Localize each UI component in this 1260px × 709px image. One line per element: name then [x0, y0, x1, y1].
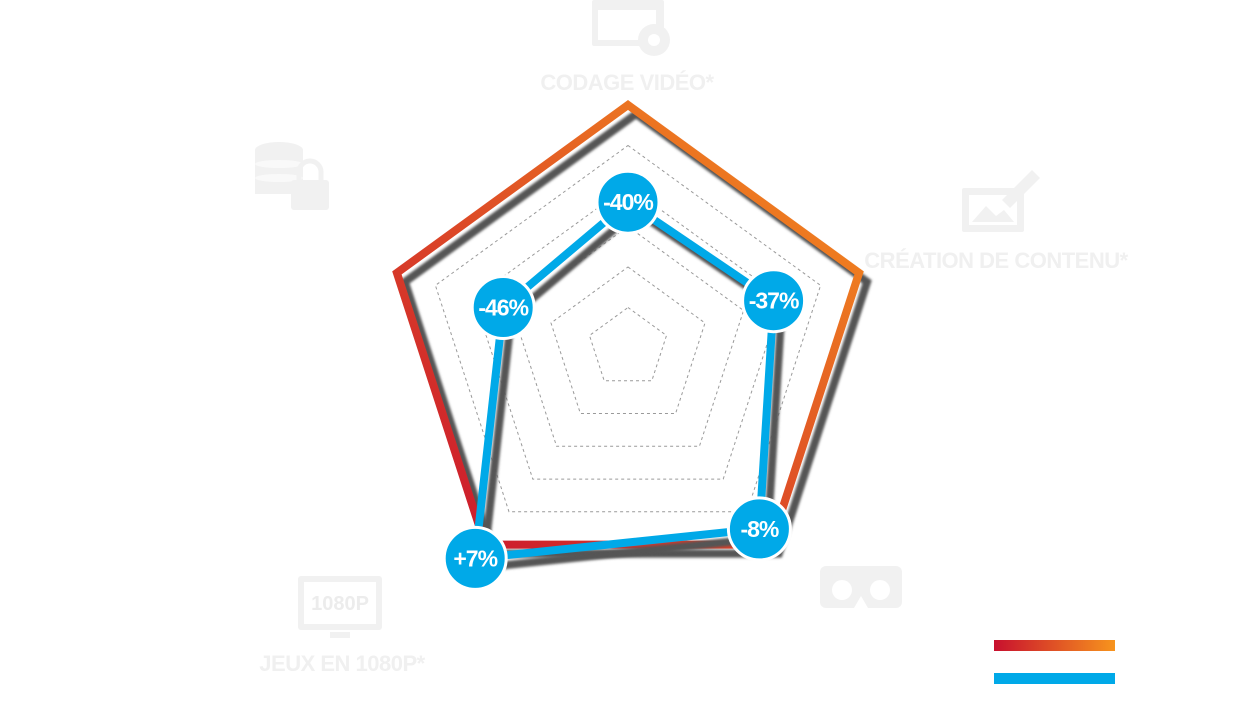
data-bubble-1: [741, 268, 807, 334]
data-bubble-text-0: -40%: [603, 189, 653, 215]
data-bubble-3: [442, 525, 508, 591]
axis-label-content-creation: CRÉATION DE CONTENU*: [864, 248, 1128, 273]
database-lock-icon: [255, 142, 329, 210]
data-bubble-text-4: -46%: [478, 295, 528, 321]
data-label-4: -46%: [470, 275, 536, 340]
legend-swatch-orange: [994, 640, 1115, 651]
data-bubble-0: [595, 169, 661, 235]
legend-swatch-blue: [994, 673, 1115, 684]
grid-ring-1: [588, 306, 668, 382]
data-bubble-2: [726, 496, 792, 562]
grid-ring-5: [434, 144, 822, 513]
content-creation-icon: [962, 170, 1040, 232]
axis-label-video: CODAGE VIDÉO*: [540, 70, 714, 95]
data-label-0: -40%: [595, 169, 661, 235]
legend: [994, 640, 1115, 684]
grid-ring-2: [550, 266, 706, 414]
data-bubble-text-3: +7%: [453, 545, 497, 571]
monitor-1080p-icon: 1080P: [298, 576, 382, 638]
monitor-1080p-text: 1080P: [311, 593, 369, 615]
data-label-2: -8%: [726, 496, 792, 562]
data-label-1: -37%: [741, 268, 807, 334]
data-bubble-text-1: -37%: [749, 288, 799, 314]
vr-headset-icon: [820, 566, 902, 608]
radar-series: -40% -37% -8% +7% -46%: [392, 100, 872, 591]
video-encoding-icon: [592, 0, 670, 56]
data-label-3: +7%: [442, 525, 508, 591]
data-bubble-4: [470, 275, 536, 340]
data-bubble-text-2: -8%: [740, 516, 778, 542]
axis-label-gaming: JEUX EN 1080P*: [259, 651, 425, 676]
